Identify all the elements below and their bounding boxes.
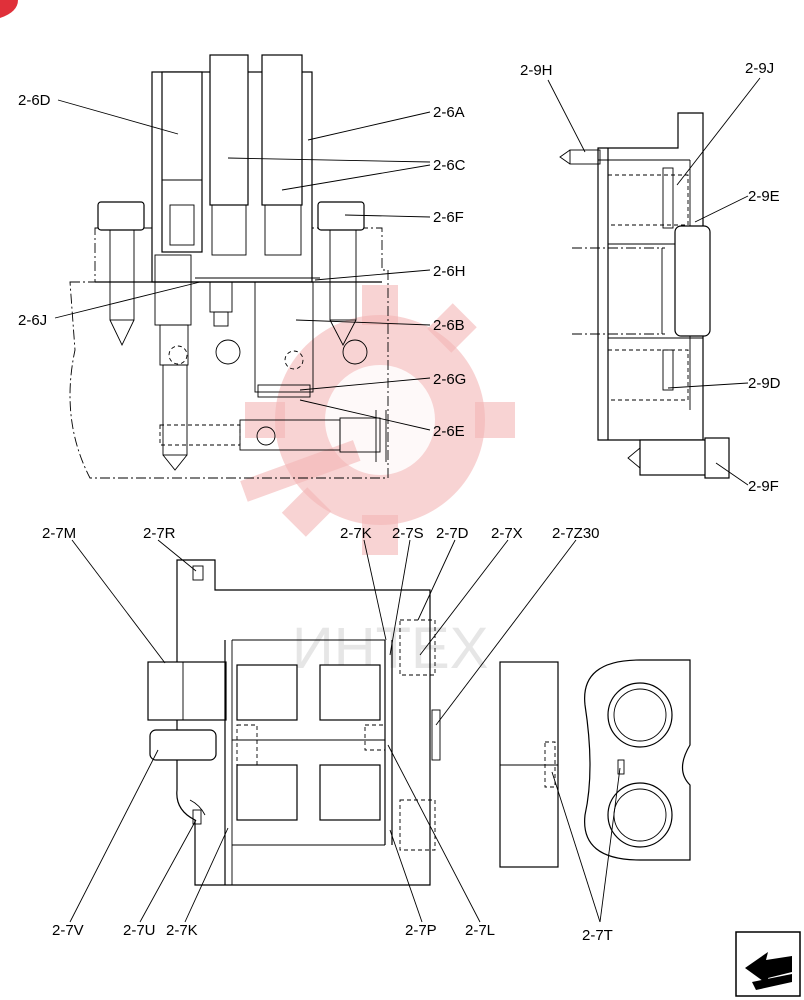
label-2-6B: 2-6B [433,317,465,334]
label-2-9H: 2-9H [520,62,553,79]
label-2-7S: 2-7S [392,525,424,542]
labels: 2-6D 2-6A 2-6C 2-6F 2-6H 2-6J 2-6B 2-6G … [18,60,781,944]
flange-part [584,659,691,861]
label-2-6F: 2-6F [433,209,464,226]
label-2-6H: 2-6H [433,263,466,280]
label-2-7P: 2-7P [405,922,437,939]
assembly-2-6 [69,54,389,479]
label-2-7R: 2-7R [143,525,176,542]
assembly-2-9 [559,112,730,479]
side-block [499,661,559,868]
label-2-6D: 2-6D [18,92,51,109]
label-2-7Z30: 2-7Z30 [552,525,600,542]
watermark-logo: ИНТЕХ [240,285,515,681]
label-2-7V: 2-7V [52,922,84,939]
next-page-arrow-icon[interactable] [735,931,801,997]
label-2-7T: 2-7T [582,927,613,944]
leader-lines [54,77,761,923]
label-2-7M: 2-7M [42,525,76,542]
label-2-7K-bottom: 2-7K [166,922,198,939]
label-2-9D: 2-9D [748,375,781,392]
label-2-7X: 2-7X [491,525,523,542]
label-2-7L: 2-7L [465,922,495,939]
label-2-9E: 2-9E [748,188,780,205]
label-2-7U: 2-7U [123,922,156,939]
label-2-9J: 2-9J [745,60,774,77]
red-badge-icon [0,0,18,18]
label-2-6A: 2-6A [433,104,465,121]
label-2-6J: 2-6J [18,312,47,329]
label-2-6C: 2-6C [433,157,466,174]
label-2-7D: 2-7D [436,525,469,542]
label-2-7K-top: 2-7K [340,525,372,542]
label-2-6G: 2-6G [433,371,466,388]
label-2-6E: 2-6E [433,423,465,440]
assembly-2-7 [147,559,441,886]
label-2-9F: 2-9F [748,478,779,495]
